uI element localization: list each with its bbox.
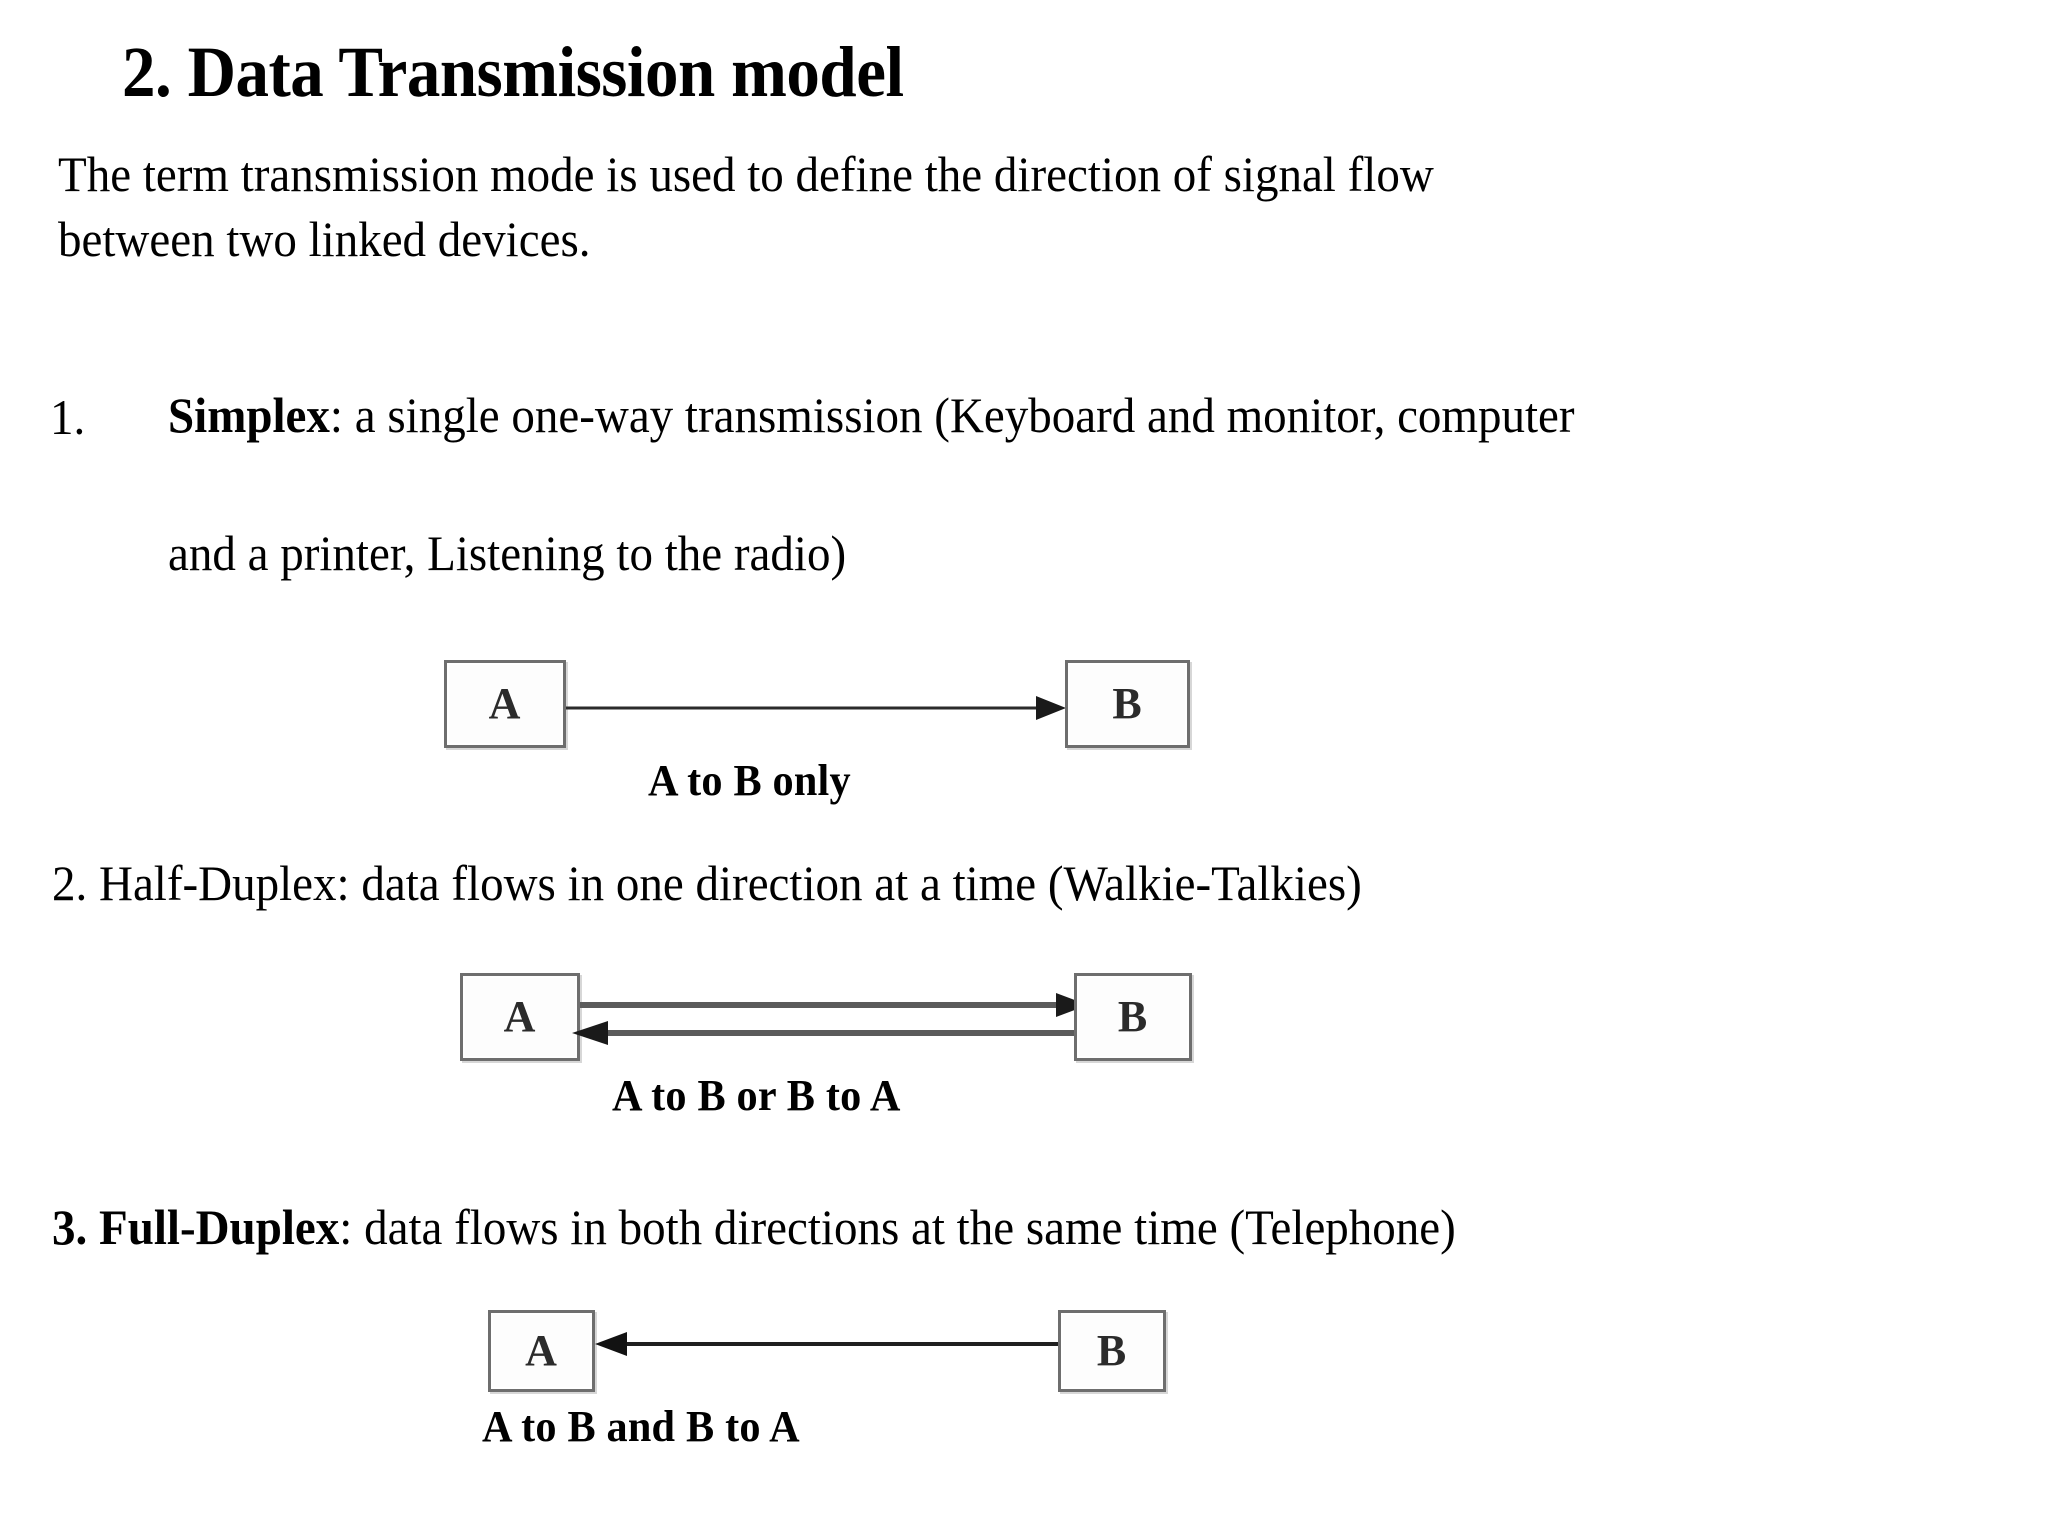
caption-half-duplex: A to B or B to A: [612, 1071, 901, 1120]
list-item-full-duplex: 3. Full-Duplex: data flows in both direc…: [52, 1202, 1456, 1252]
intro-paragraph: The term transmission mode is used to de…: [58, 142, 1825, 272]
diagram-simplex: A B A to B only: [440, 655, 1200, 835]
node-box-a-simplex: A: [444, 660, 566, 748]
diagram-full-duplex: A B A to B and B to A: [482, 1305, 1184, 1490]
arrow-b-to-a-half-duplex: [572, 1021, 1088, 1045]
node-label-b: B: [1112, 679, 1143, 728]
separator-simplex: :: [329, 387, 355, 443]
node-label-a: A: [503, 992, 537, 1041]
list-item-half-duplex: 2. Half-Duplex: data flows in one direct…: [52, 858, 1362, 908]
separator-full-duplex: :: [339, 1199, 365, 1255]
arrow-a-to-b-simplex: [566, 696, 1066, 720]
node-label-b: B: [1117, 992, 1149, 1041]
list-number-1: 1.: [50, 389, 86, 445]
description-full-duplex: data flows in both directions at the sam…: [364, 1199, 1456, 1255]
separator-half-duplex: :: [336, 855, 362, 911]
node-box-a-full-duplex: A: [488, 1310, 595, 1392]
node-label-a: A: [525, 1326, 558, 1375]
description-simplex-continued: and a printer, Listening to the radio): [168, 525, 847, 581]
intro-line-1: The term transmission mode is used to de…: [58, 146, 1434, 202]
node-label-b: B: [1096, 1326, 1128, 1375]
page-title: 2. Data Transmission model: [122, 32, 904, 112]
node-box-b-simplex: B: [1065, 660, 1190, 748]
node-box-b-half-duplex: B: [1074, 973, 1192, 1061]
list-number-3: 3.: [52, 1199, 99, 1255]
description-simplex: a single one-way transmission (Keyboard …: [354, 387, 1575, 443]
diagram-half-duplex: A B A to B or B to A: [456, 968, 1196, 1158]
intro-line-2: between two linked devices.: [58, 211, 591, 267]
term-full-duplex: Full-Duplex: [99, 1199, 340, 1255]
caption-simplex: A to B only: [648, 756, 851, 805]
caption-full-duplex: A to B and B to A: [482, 1402, 800, 1451]
description-half-duplex: data flows in one direction at a time (W…: [361, 855, 1362, 911]
arrow-a-to-b-half-duplex: [580, 993, 1088, 1017]
node-label-a: A: [488, 679, 522, 728]
node-box-b-full-duplex: B: [1058, 1310, 1166, 1392]
list-item-simplex: Simplex: a single one-way transmission (…: [168, 390, 1575, 440]
term-half-duplex: Half-Duplex: [99, 855, 337, 911]
term-simplex: Simplex: [168, 387, 330, 443]
node-box-a-half-duplex: A: [460, 973, 580, 1061]
list-number-2: 2.: [52, 855, 99, 911]
